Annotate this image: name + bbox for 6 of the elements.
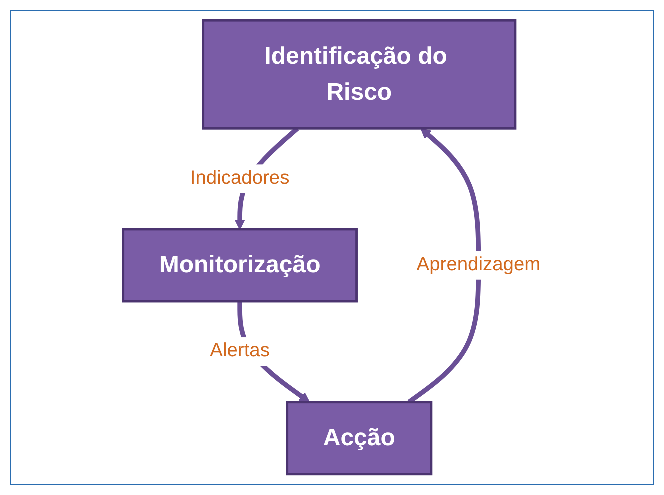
node-box: Acção — [286, 401, 433, 476]
edge-label: Alertas — [210, 341, 270, 362]
edge-label: Indicadores — [190, 168, 290, 189]
node-box: Monitorização — [122, 228, 358, 303]
edge-label: Aprendizagem — [416, 254, 541, 276]
node-box: Identificação do Risco — [202, 19, 517, 130]
